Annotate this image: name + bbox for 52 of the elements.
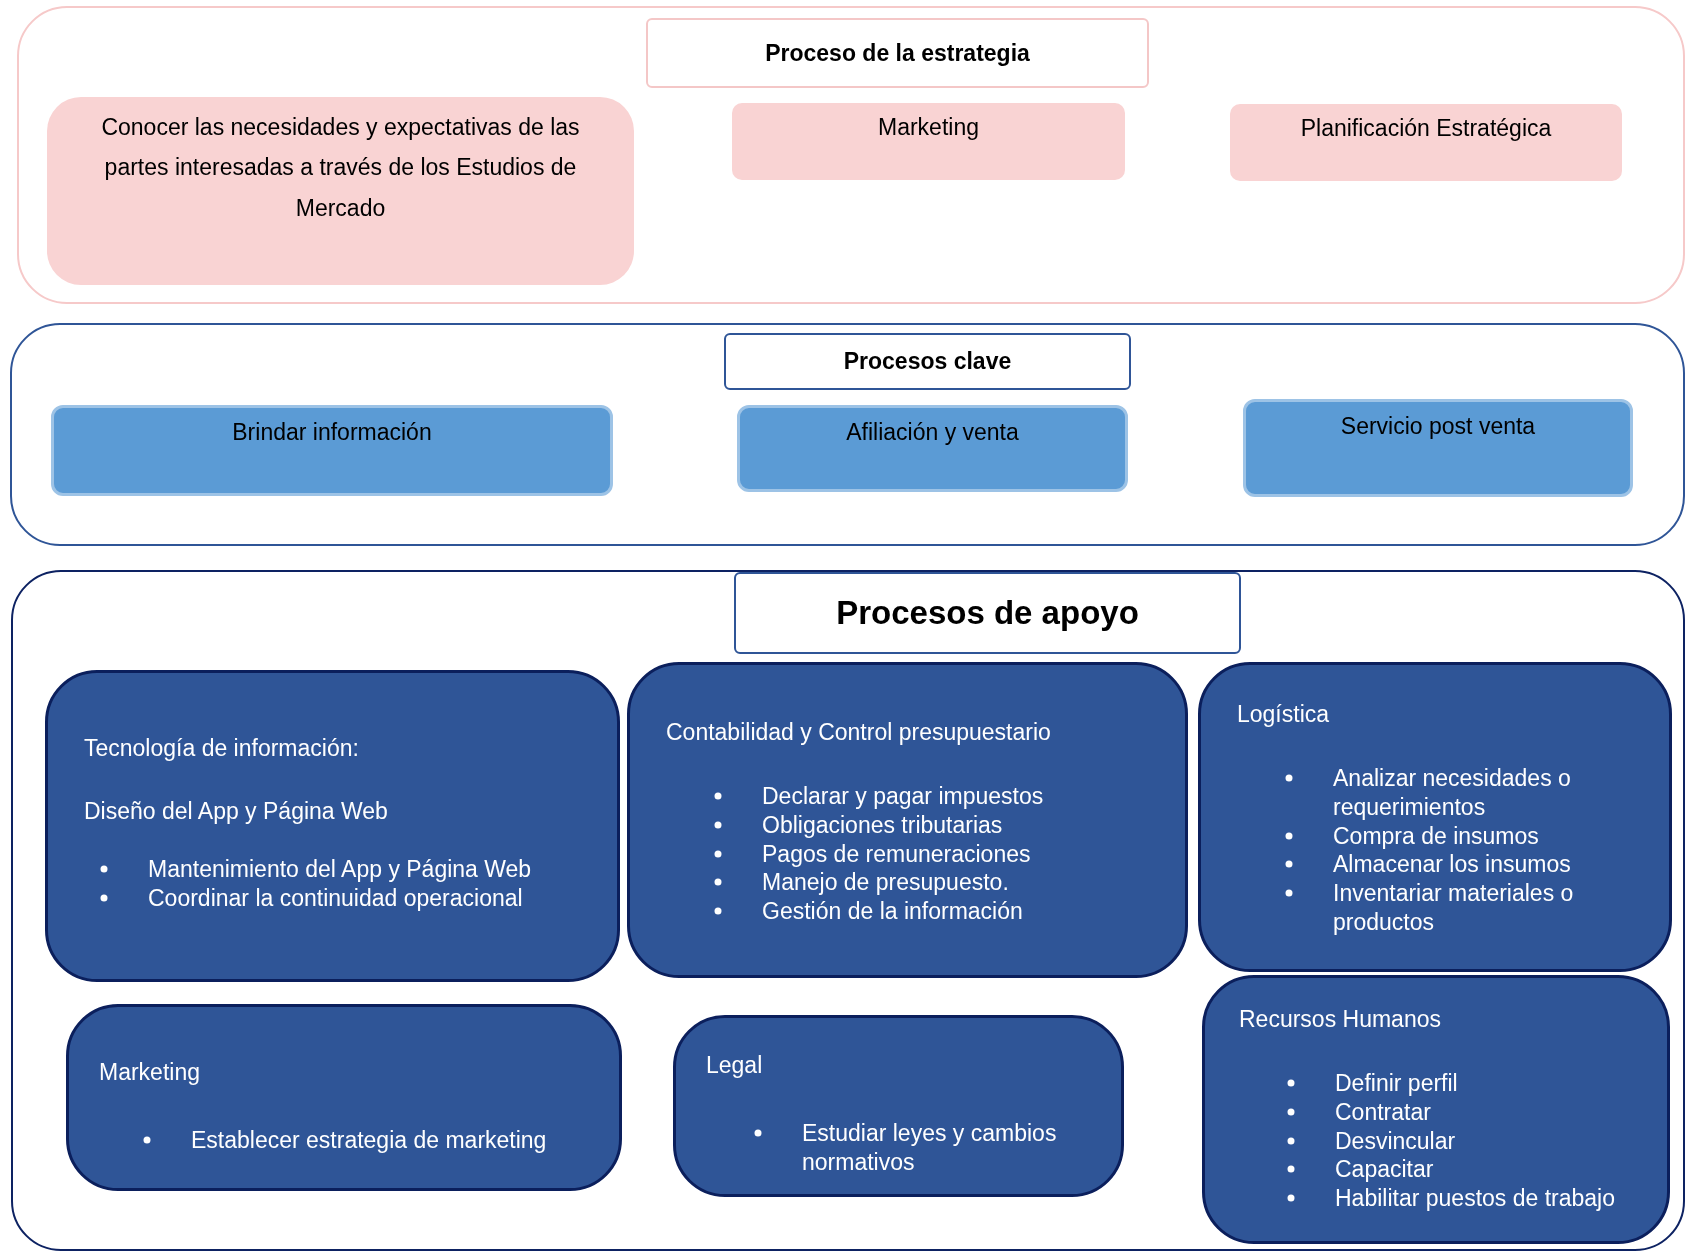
list-item: Contratar <box>1335 1098 1431 1125</box>
group-panel <box>10 323 1685 546</box>
list-item: Obligaciones tributarias <box>762 811 1003 838</box>
card-heading: Logística <box>1237 701 1331 728</box>
process-label: Conocer las necesidades y expectativas de las partes interesadas a través de los Estudios de Mercado <box>100 113 581 223</box>
list-item: Inventariar materiales o productos <box>1333 880 1574 935</box>
card-heading: Tecnología de información: <box>84 735 360 762</box>
process-box <box>1243 399 1633 497</box>
section-title: Procesos clave <box>843 348 1012 375</box>
process-card <box>627 662 1188 978</box>
process-label: Brindar información <box>231 418 433 447</box>
list-item: Compra de insumos <box>1333 822 1539 849</box>
process-card <box>673 1015 1124 1197</box>
section-title: Proceso de la estrategia <box>765 39 1030 67</box>
card-heading: Legal <box>706 1052 764 1079</box>
card-heading: Contabilidad y Control presupuestario <box>666 719 1052 746</box>
process-label: Afiliación y venta <box>845 418 1020 447</box>
list-item: Pagos de remuneraciones <box>762 840 1031 867</box>
section-header <box>646 18 1149 88</box>
section-header <box>724 333 1131 390</box>
list-item: Gestión de la información <box>762 898 1023 924</box>
group-panel <box>17 6 1685 304</box>
process-box <box>47 97 634 285</box>
list-item: Coordinar la continuidad operacional <box>148 884 523 911</box>
list-item: Analizar necesidades o requerimientos <box>1333 765 1571 820</box>
list-item: Manejo de presupuesto. <box>762 869 1009 896</box>
list-item: Estudiar leyes y cambios normativos <box>802 1120 1057 1175</box>
process-box <box>1230 104 1622 181</box>
list-item: Definir perfil <box>1335 1070 1458 1096</box>
process-label: Marketing <box>877 113 980 142</box>
process-card <box>1202 975 1670 1244</box>
list-item: Almacenar los insumos <box>1333 851 1571 878</box>
list-item: Desvincular <box>1335 1127 1456 1154</box>
section-header <box>734 572 1241 654</box>
process-card <box>1198 662 1672 972</box>
list-item: Declarar y pagar impuestos <box>762 783 1044 809</box>
process-box <box>732 103 1125 180</box>
section-title: Procesos de apoyo <box>836 594 1139 632</box>
process-box <box>737 405 1128 492</box>
list-item: Establecer estrategia de marketing <box>191 1127 547 1153</box>
group-panel <box>11 570 1685 1251</box>
card-heading: Recursos Humanos <box>1239 1006 1442 1033</box>
list-item: Mantenimiento del App y Página Web <box>148 856 532 882</box>
card-heading: Marketing <box>99 1059 201 1086</box>
process-card <box>45 670 620 982</box>
list-item: Habilitar puestos de trabajo <box>1335 1185 1615 1211</box>
process-card <box>66 1004 622 1191</box>
process-box <box>51 405 613 496</box>
card-heading: Diseño del App y Página Web <box>84 798 389 825</box>
process-label: Planificación Estratégica <box>1299 114 1553 143</box>
list-item: Capacitar <box>1335 1156 1434 1183</box>
process-label: Servicio post venta <box>1339 412 1537 441</box>
